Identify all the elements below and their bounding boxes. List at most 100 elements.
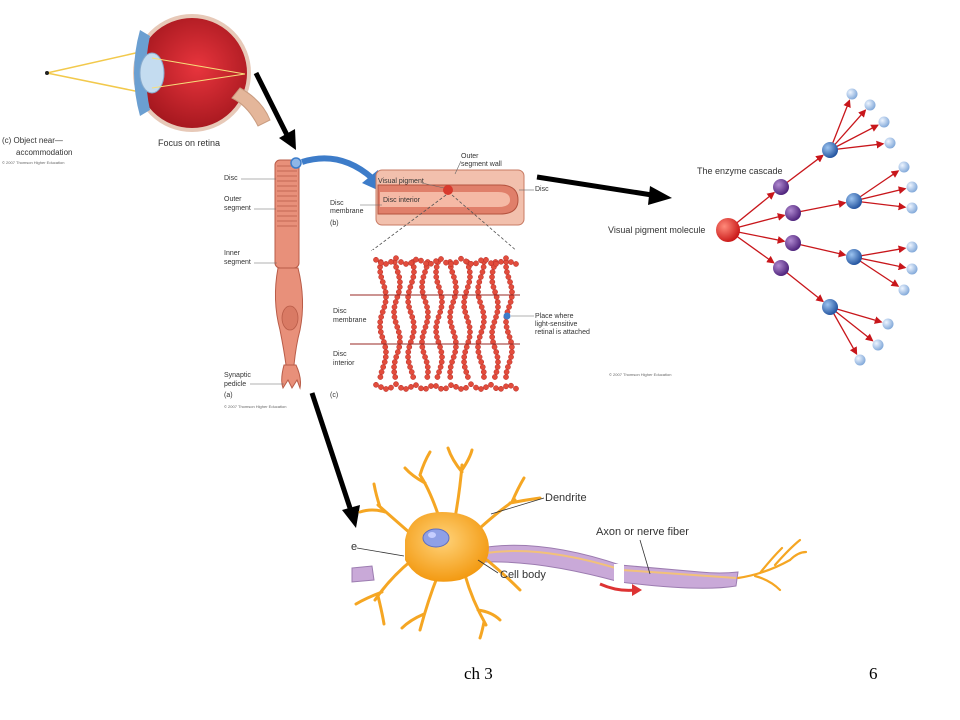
protein-bead: [377, 269, 384, 275]
protein-bead: [381, 359, 388, 365]
cascade-product: [878, 116, 890, 128]
cascade-enzyme-level-1: [785, 205, 801, 221]
cascade-enzyme-level-1: [773, 179, 789, 195]
protein-bead: [383, 261, 389, 267]
disc-membrane-label-1: Disc: [330, 200, 344, 207]
cell-body-label: Cell body: [500, 569, 546, 581]
eye-caption-line1: (c) Object near—: [2, 136, 63, 145]
protein-bead: [379, 334, 386, 340]
protein-bead: [450, 299, 457, 305]
protein-bead: [410, 319, 417, 325]
protein-bead: [395, 329, 402, 335]
protein-bead: [507, 299, 514, 305]
protein-bead: [513, 261, 519, 267]
protein-bead: [448, 324, 455, 330]
protein-bead: [483, 384, 489, 390]
protein-bead: [465, 374, 471, 380]
protein-bead: [438, 256, 444, 262]
protein-bead: [448, 382, 454, 388]
protein-bead: [406, 344, 413, 350]
protein-bead: [409, 314, 416, 320]
protein-bead: [505, 364, 511, 370]
protein-bead: [508, 382, 514, 389]
protein-bead: [466, 334, 473, 340]
protein-bead: [436, 284, 442, 290]
protein-bead: [435, 339, 442, 345]
protein-bead: [463, 314, 470, 320]
enzyme-cascade-illustration: [716, 88, 918, 366]
disc-detail-illustration: [360, 160, 534, 253]
protein-bead: [392, 299, 399, 305]
protein-bead: [464, 284, 471, 290]
protein-bead: [489, 274, 495, 280]
protein-bead: [436, 369, 442, 375]
cascade-product: [898, 161, 910, 173]
cascade-product: [854, 354, 866, 366]
protein-bead: [508, 354, 514, 360]
protein-bead: [391, 314, 398, 320]
cascade-arrow: [829, 140, 885, 151]
protein-bead: [394, 349, 401, 355]
protein-bead: [388, 384, 394, 391]
disc-outer-wall-label-1: Outer: [461, 153, 479, 160]
protein-bead: [396, 344, 403, 350]
protein-bead: [382, 289, 389, 295]
cascade-arrow: [829, 99, 851, 151]
protein-bead: [437, 364, 444, 370]
protein-bead: [410, 274, 417, 280]
page-number: 6: [869, 664, 878, 683]
protein-bead: [393, 381, 399, 387]
protein-bead: [434, 374, 441, 380]
panel-c-label: (c): [330, 392, 339, 399]
protein-bead: [409, 334, 416, 340]
protein-bead: [421, 329, 427, 335]
protein-bead: [508, 284, 515, 290]
protein-bead: [452, 334, 458, 340]
dendrite-label: Dendrite: [545, 492, 587, 504]
protein-bead: [447, 374, 454, 380]
protein-bead: [433, 324, 439, 330]
protein-bead: [408, 369, 415, 375]
protein-bead: [424, 304, 430, 310]
protein-bead: [439, 354, 445, 360]
protein-bead: [491, 344, 498, 350]
rod-cell-illustration: [241, 157, 304, 390]
protein-bead: [408, 260, 414, 266]
protein-membrane-label-1: Disc: [333, 308, 347, 315]
protein-bead: [443, 259, 449, 266]
protein-bead: [391, 364, 397, 370]
cascade-arrow: [853, 256, 907, 271]
protein-bead: [377, 329, 384, 335]
protein-bead: [493, 369, 500, 375]
cascade-enzyme-level-2: [846, 193, 862, 209]
cascade-product: [898, 284, 910, 296]
protein-bead: [468, 381, 474, 388]
protein-bead: [410, 374, 416, 380]
protein-bead: [503, 324, 510, 330]
protein-bead: [505, 329, 511, 335]
protein-bead: [396, 274, 403, 280]
protein-bead: [449, 269, 456, 275]
protein-bead: [466, 269, 473, 275]
protein-bead: [392, 374, 399, 380]
cascade-product: [864, 99, 876, 111]
protein-bead: [419, 289, 426, 295]
protein-interior-label-2: interior: [333, 360, 355, 367]
black-arrow-rod-to-neuron: [309, 392, 360, 528]
protein-bead: [423, 385, 429, 392]
protein-bead: [419, 279, 426, 285]
protein-bead: [463, 344, 470, 350]
protein-bead: [398, 384, 404, 391]
protein-bead: [443, 385, 449, 392]
protein-bead: [503, 319, 509, 325]
protein-bead: [437, 344, 443, 350]
protein-bead: [391, 359, 398, 365]
protein-bead: [422, 324, 429, 330]
protein-bead: [490, 284, 497, 290]
protein-bead: [433, 329, 439, 335]
protein-bead: [462, 349, 469, 355]
disc-outer-wall-label-2: segment wall: [461, 161, 502, 168]
protein-bead: [480, 369, 487, 375]
protein-bead: [493, 314, 499, 320]
